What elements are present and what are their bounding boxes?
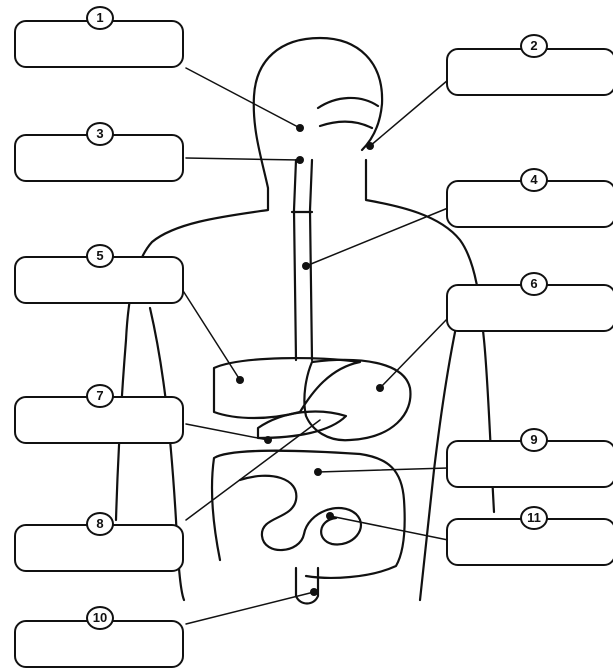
label-number-8: 8 — [86, 512, 114, 536]
rectum — [296, 568, 318, 604]
label-number-4: 4 — [520, 168, 548, 192]
label-number-11: 11 — [520, 506, 548, 530]
label-number-3: 3 — [86, 122, 114, 146]
label-number-7: 7 — [86, 384, 114, 408]
body-outline — [116, 38, 494, 600]
esophagus — [292, 160, 312, 360]
label-number-5: 5 — [86, 244, 114, 268]
label-number-1: 1 — [86, 6, 114, 30]
leader-lines — [180, 68, 448, 624]
label-number-6: 6 — [520, 272, 548, 296]
stomach — [304, 360, 410, 440]
small-intestine — [240, 476, 361, 550]
nasal-cavity — [318, 98, 378, 128]
label-number-10: 10 — [86, 606, 114, 630]
liver — [214, 358, 360, 418]
label-number-9: 9 — [520, 428, 548, 452]
label-number-2: 2 — [520, 34, 548, 58]
